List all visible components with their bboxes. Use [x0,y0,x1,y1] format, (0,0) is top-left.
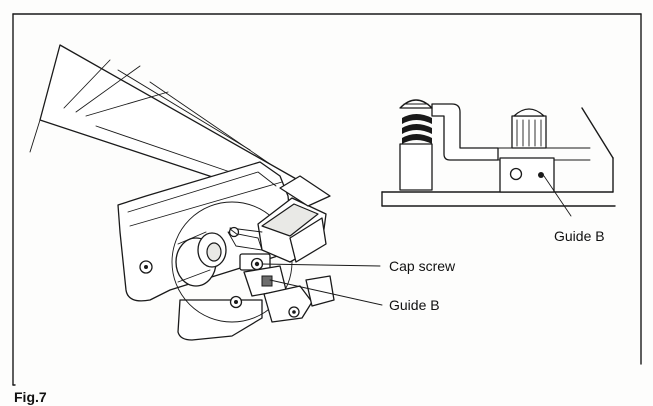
lever-housing [227,175,331,263]
callout-guide-b-main: Guide B [389,297,440,313]
cap-screw-assembly [229,253,335,323]
leader-cap-screw [261,263,381,267]
leader-guide-b-main [269,279,383,306]
figure-caption: Fig.7 [14,389,47,405]
figure-frame [12,13,642,386]
roller-shaft [175,231,227,287]
inset-detail [381,99,616,207]
callout-guide-b-inset: Guide B [554,228,605,244]
callout-cap-screw: Cap screw [389,258,456,274]
leader-lines [261,175,572,306]
detail-circle [171,201,293,323]
end-flange [117,161,301,341]
leader-guide-b-inset [543,175,572,217]
